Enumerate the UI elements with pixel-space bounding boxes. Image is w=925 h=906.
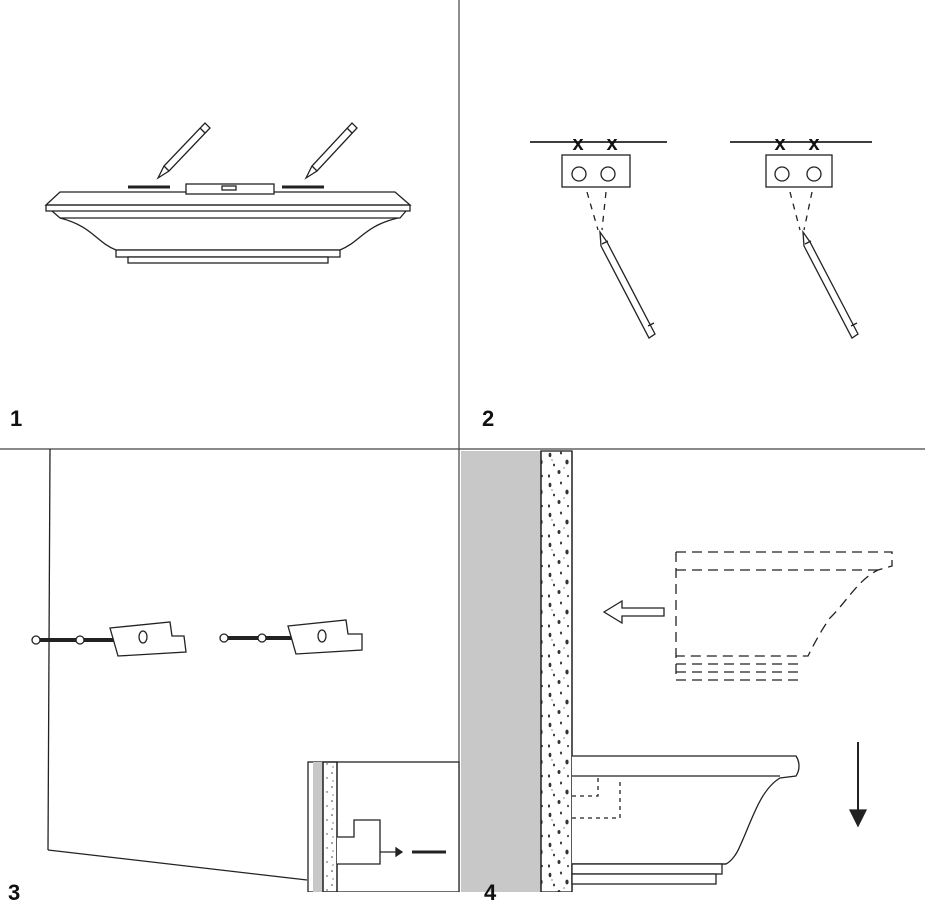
panel-3-bracket-install [31, 448, 460, 892]
bracket-icon [287, 619, 363, 655]
panel-4-shelf-mount [461, 450, 893, 892]
shelf-outline-dashed [675, 551, 893, 681]
arrow-left-icon [602, 599, 665, 625]
mark-x: x [808, 133, 819, 155]
pencil-icon [156, 122, 211, 180]
shelf-mounted [571, 755, 800, 885]
screw-icon [31, 635, 118, 645]
panel-1-shelf-marking [44, 122, 412, 264]
step-number-3: 3 [8, 880, 21, 905]
bracket-icon [109, 621, 187, 657]
arrow-down-icon [848, 742, 868, 828]
step-number-4: 4 [484, 880, 497, 905]
mark-x: x [774, 133, 785, 155]
panel-2-wall-marking [530, 141, 872, 339]
step-number-1: 1 [10, 406, 23, 431]
mark-x-labels: x x x x [572, 133, 819, 155]
screw-icon [219, 633, 300, 643]
step-number-2: 2 [482, 406, 495, 431]
inset-detail [307, 761, 460, 892]
bracket-right [765, 154, 833, 188]
pencil-icon [802, 229, 859, 339]
mark-x: x [572, 133, 583, 155]
mark-x: x [606, 133, 617, 155]
pencil-icon [304, 122, 358, 180]
bracket-left [561, 154, 631, 188]
pencil-icon [599, 229, 656, 339]
